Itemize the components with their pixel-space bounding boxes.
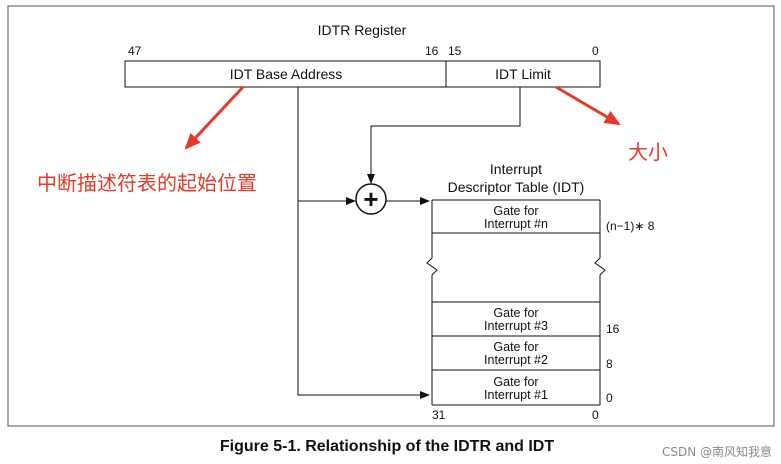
idtr-register-box	[124, 60, 601, 88]
idt-title-line2: Descriptor Table (IDT)	[448, 179, 585, 195]
gate-1-line2: Interrupt #1	[484, 388, 548, 402]
adder-plus-icon: +	[363, 184, 378, 214]
base-annotation-arrow	[184, 85, 245, 150]
idt-base-address-field: IDT Base Address	[230, 66, 343, 82]
limit-annotation-arrow	[555, 85, 621, 126]
gate-interrupt-n: Gate for Interrupt #n	[484, 204, 548, 231]
gate-n-line2: Interrupt #n	[484, 217, 548, 231]
watermark: CSDN @南风知我意	[662, 444, 772, 459]
register-bit-16: 16	[425, 44, 439, 58]
gate-2-offset: 8	[606, 357, 613, 371]
register-bit-0: 0	[592, 44, 599, 58]
gate-interrupt-2: Gate for Interrupt #2	[484, 340, 548, 367]
limit-annotation-text: 大小	[628, 140, 668, 164]
register-bit-15: 15	[448, 44, 462, 58]
idt-bit-0: 0	[592, 408, 599, 422]
gate-3-line2: Interrupt #3	[484, 319, 548, 333]
register-title: IDTR Register	[318, 22, 407, 38]
adder-circle	[355, 183, 387, 215]
limit-to-adder-arrow	[367, 87, 521, 184]
gate-interrupt-3: Gate for Interrupt #3	[484, 306, 548, 333]
table-break-left	[426, 200, 438, 405]
idt-limit-field: IDT Limit	[495, 66, 551, 82]
gate-2-line2: Interrupt #2	[484, 353, 548, 367]
register-bit-47: 47	[128, 44, 142, 58]
gate-interrupt-1: Gate for Interrupt #1	[484, 375, 548, 402]
gate-n-line1: Gate for	[493, 204, 538, 218]
base-to-idt-start-arrow	[297, 201, 430, 399]
idt-title-line1: Interrupt	[490, 161, 542, 177]
idt-table	[426, 199, 606, 406]
gate-3-offset: 16	[606, 322, 620, 336]
gate-3-line1: Gate for	[493, 306, 538, 320]
base-to-adder-arrow	[297, 87, 356, 205]
gate-1-offset: 0	[606, 391, 613, 405]
gate-2-line1: Gate for	[493, 340, 538, 354]
figure-caption: Figure 5-1. Relationship of the IDTR and…	[220, 438, 554, 455]
table-break-right	[594, 200, 606, 405]
base-annotation-text: 中断描述符表的起始位置	[37, 171, 257, 195]
figure-frame	[7, 5, 775, 427]
idt-bit-31: 31	[432, 408, 446, 422]
gate-n-offset: (n−1)∗ 8	[606, 219, 655, 233]
gate-1-line1: Gate for	[493, 375, 538, 389]
